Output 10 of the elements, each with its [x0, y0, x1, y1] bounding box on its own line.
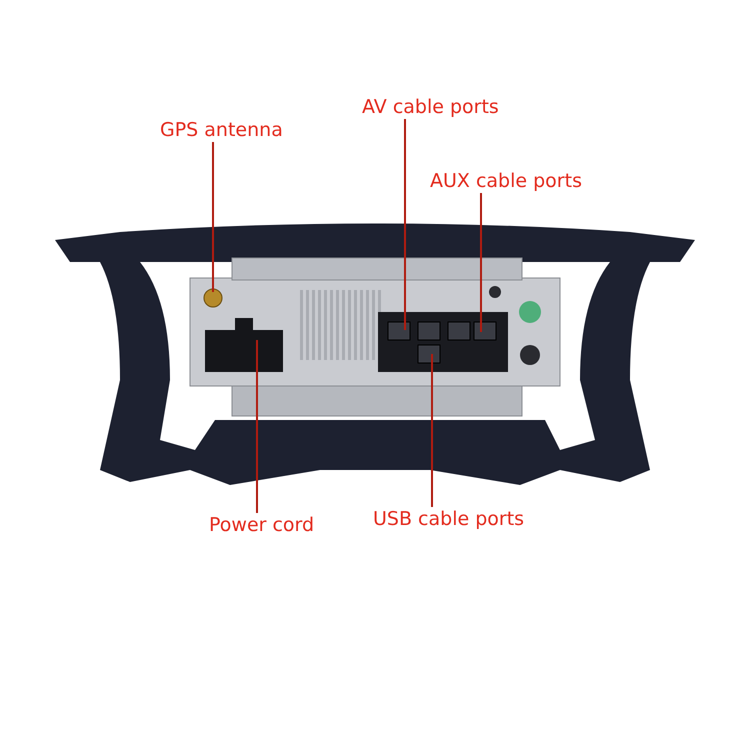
callout-label: Power cord [209, 514, 314, 536]
callout-label: AUX cable ports [430, 170, 582, 192]
leader-line [212, 142, 214, 292]
leader-line [480, 193, 482, 332]
leader-line [431, 354, 433, 507]
callout-label: AV cable ports [362, 96, 499, 118]
callout-label: GPS antenna [160, 119, 283, 141]
leader-line [404, 119, 406, 330]
callout-label: USB cable ports [373, 508, 524, 530]
leader-line [256, 340, 258, 513]
